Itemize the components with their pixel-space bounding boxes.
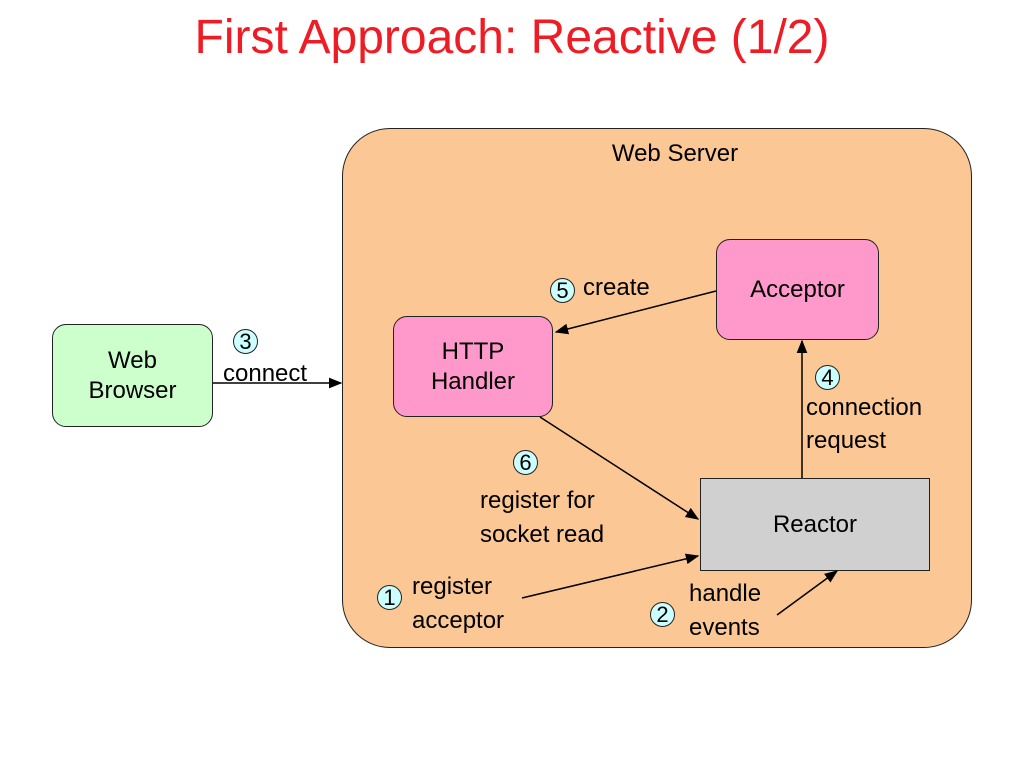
step-3-label-line1: connect	[223, 360, 308, 387]
http-handler-label-line2: Handler	[430, 367, 516, 395]
arrow-register-acceptor	[521, 553, 700, 599]
step-4-label-line2: request	[806, 427, 887, 454]
step-5-label-line1: create	[583, 274, 650, 301]
step-3-badge: 3	[233, 329, 258, 354]
reactor-node: Reactor	[700, 478, 930, 571]
step-5-badge: 5	[550, 278, 575, 303]
web-browser-label-line2: Browser	[88, 376, 177, 404]
step-6-label-line1: register for	[480, 487, 595, 514]
acceptor-node: Acceptor	[716, 239, 879, 340]
step-1-badge: 1	[377, 585, 402, 610]
step-6-label-line2: socket read	[480, 521, 605, 548]
reactor-label: Reactor	[772, 510, 858, 538]
step-4-label-line1: connection	[806, 394, 923, 421]
acceptor-label: Acceptor	[750, 275, 845, 303]
step-4-badge: 4	[815, 365, 840, 390]
http-handler-label-line1: HTTP	[441, 337, 505, 365]
arrow-handle-events	[776, 570, 839, 616]
web-server-label: Web Server	[611, 140, 739, 167]
web-browser-node: Web Browser	[52, 324, 213, 427]
web-browser-label-line1: Web	[108, 346, 157, 374]
arrow-create	[554, 290, 717, 335]
step-1-label-line2: acceptor	[412, 607, 505, 634]
step-1-label-line1: register	[412, 573, 493, 600]
arrow-register-socket-read	[539, 416, 700, 520]
step-2-label-line1: handle	[689, 580, 762, 607]
http-handler-node: HTTP Handler	[393, 316, 553, 417]
step-2-label-line2: events	[689, 614, 760, 641]
slide-title: First Approach: Reactive (1/2)	[194, 11, 830, 64]
step-6-badge: 6	[513, 450, 538, 475]
step-2-badge: 2	[650, 602, 675, 627]
